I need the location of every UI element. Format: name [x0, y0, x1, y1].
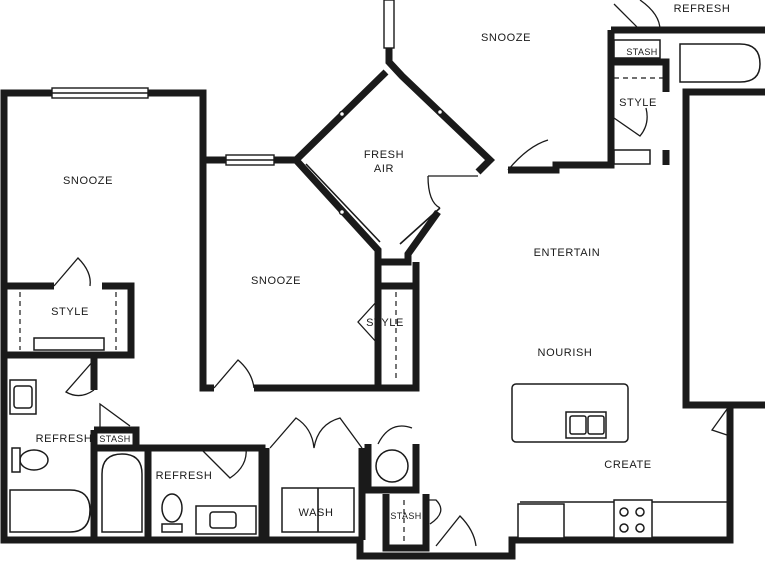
label-refresh-bottom: REFRESH [156, 470, 213, 482]
label-snooze-mid: SNOOZE [251, 275, 301, 287]
label-fresh-air-2: AIR [374, 163, 394, 175]
label-fresh-air-1: FRESH [364, 149, 404, 161]
label-stash-top: STASH [626, 47, 657, 57]
label-style-top: STYLE [619, 97, 657, 109]
wall-top-right-block [508, 30, 615, 174]
wall-lower-bath [96, 444, 266, 540]
label-stash-left: STASH [99, 434, 130, 444]
fresh-air-balcony [274, 48, 496, 266]
windows [51, 0, 395, 166]
wash-room [262, 417, 366, 540]
kitchen [511, 383, 731, 539]
top-right-bath [507, 0, 765, 171]
label-entertain: ENTERTAIN [534, 247, 601, 259]
label-snooze-top: SNOOZE [481, 32, 531, 44]
label-refresh-top: REFRESH [674, 3, 731, 15]
label-nourish: NOURISH [538, 347, 593, 359]
balcony-wall-top-left [274, 69, 389, 164]
mid-bedroom [199, 165, 420, 392]
wall-bottom-closets [364, 444, 430, 552]
wall-lower-left-bath [4, 351, 98, 540]
label-style-mid: STYLE [366, 317, 404, 329]
window-top-stub [383, 0, 395, 49]
bottom-closets [364, 425, 477, 552]
label-create: CREATE [604, 459, 651, 471]
label-refresh-left: REFRESH [36, 433, 93, 445]
label-style-left: STYLE [51, 306, 89, 318]
balcony-wall-lower [293, 157, 441, 266]
lower-bath [96, 444, 266, 540]
label-stash-bottom: STASH [390, 511, 421, 521]
label-snooze-left: SNOOZE [63, 175, 113, 187]
fridge [517, 503, 565, 539]
wall-wash [262, 448, 366, 540]
wall-left-bedroom-top [148, 89, 226, 164]
label-wash: WASH [299, 507, 334, 519]
room-labels: SNOOZE REFRESH STASH STYLE SNOOZE STYLE … [36, 3, 731, 521]
stove [613, 499, 653, 539]
wall-mid-closet [378, 282, 420, 392]
wall-top-right-bath [611, 26, 765, 165]
balcony-rail-right [399, 75, 485, 245]
